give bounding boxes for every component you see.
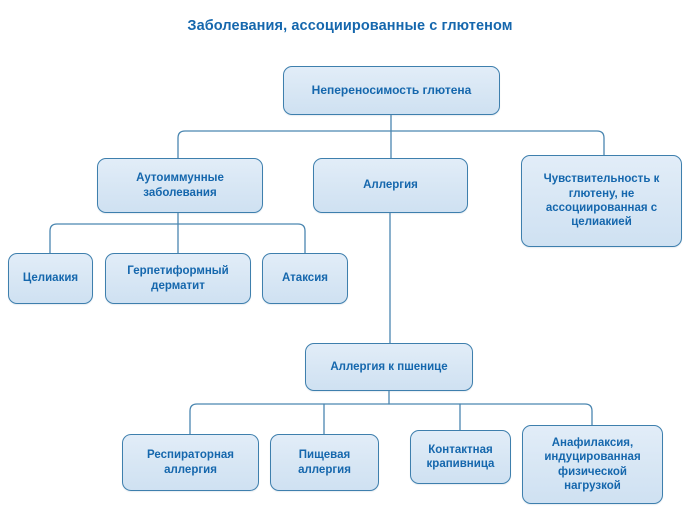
node-food-allergy[interactable]: Пищевая аллергия bbox=[270, 434, 379, 491]
node-wheat-allergy[interactable]: Аллергия к пшенице bbox=[305, 343, 473, 391]
node-gluten-intolerance[interactable]: Непереносимость глютена bbox=[283, 66, 500, 115]
edge-root-bus bbox=[177, 130, 605, 159]
node-ataxia[interactable]: Атаксия bbox=[262, 253, 348, 304]
node-autoimmune-diseases[interactable]: Аутоиммунные заболевания bbox=[97, 158, 263, 213]
node-label: Пищевая аллергия bbox=[298, 449, 351, 476]
node-label: Атаксия bbox=[282, 272, 328, 285]
edge-autoimmune-bus bbox=[49, 223, 306, 254]
node-label: Анафилаксия, индуцированная физической н… bbox=[544, 436, 641, 492]
node-exercise-induced-anaphylaxis[interactable]: Анафилаксия, индуцированная физической н… bbox=[522, 425, 663, 504]
node-label: Аллергия bbox=[363, 179, 418, 192]
node-label: Аллергия к пшенице bbox=[330, 360, 448, 373]
node-label: Респираторная аллергия bbox=[146, 449, 235, 476]
node-label: Контактная крапивница bbox=[426, 443, 495, 470]
node-respiratory-allergy[interactable]: Респираторная аллергия bbox=[122, 434, 259, 491]
node-celiac-disease[interactable]: Целиакия bbox=[8, 253, 93, 304]
node-label: Непереносимость глютена bbox=[311, 83, 472, 97]
page-title: Заболевания, ассоциированные с глютеном bbox=[187, 18, 513, 34]
node-dermatitis-herpetiformis[interactable]: Герпетиформный дерматит bbox=[105, 253, 251, 304]
node-label: Чувствительность к глютену, не ассоцииро… bbox=[543, 173, 660, 229]
node-label: Аутоиммунные заболевания bbox=[136, 172, 224, 199]
node-contact-urticaria[interactable]: Контактная крапивница bbox=[410, 430, 511, 484]
node-non-celiac-gluten-sensitivity[interactable]: Чувствительность к глютену, не ассоцииро… bbox=[521, 155, 682, 247]
node-label: Герпетиформный дерматит bbox=[127, 265, 229, 292]
node-allergy[interactable]: Аллергия bbox=[313, 158, 468, 213]
node-label: Целиакия bbox=[22, 272, 79, 285]
